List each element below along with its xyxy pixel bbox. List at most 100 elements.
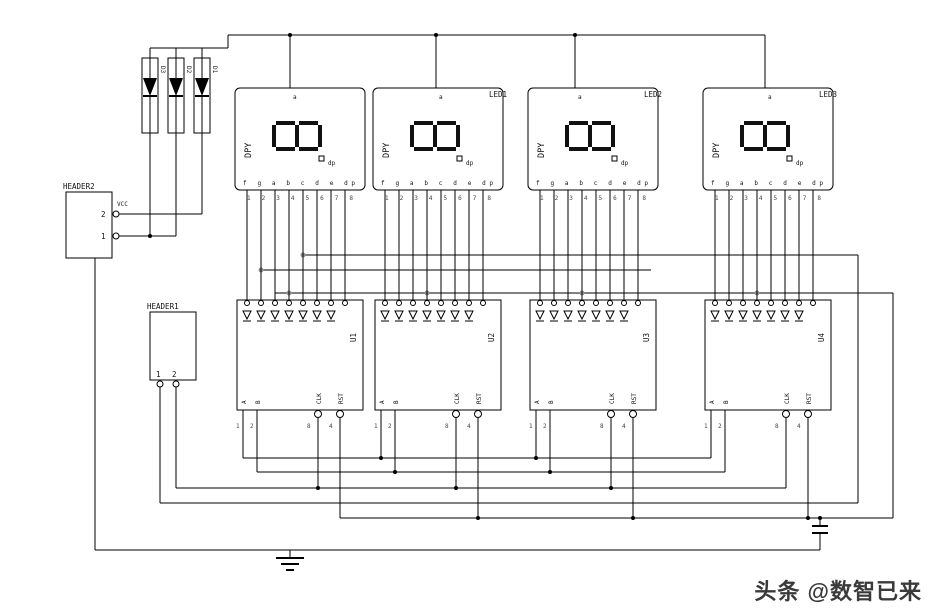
led-outputs-icon [242,310,336,322]
seven-segment-display-4: DPY LED3 a dp f g a b c d e dp 1 2 3 4 5… [702,87,837,202]
display-pin-numbers: 1 2 3 4 5 6 7 8 [540,195,646,202]
driver-input-label: B [255,400,262,404]
driver-input-label: A [379,400,386,404]
seven-segment-display-2: DPY LED1 a dp f g a b c d e dp 1 2 3 4 5… [372,87,507,202]
header2-power-tag: VCC [117,201,128,208]
seven-segment-display-1: DPY a dp f g a b c d e dp 1 2 3 4 5 6 7 … [234,87,366,202]
segment-bundle [246,189,814,301]
driver-rst-label: RST [476,393,483,404]
input-diode-array: D3 D2 D1 [141,57,218,134]
driver-input-label: A [241,400,248,404]
driver-ref: U2 [487,333,496,342]
pin-circle-icon [112,232,120,240]
decimal-point-icon [456,155,463,162]
driver-ref: U1 [349,333,358,342]
driver-pin-number: 8 [600,423,604,430]
ground-symbol-icon [276,557,304,571]
diode-label: D2 [185,66,192,74]
driver-rst-label: RST [806,393,813,404]
display-part-label: DPY [712,143,722,158]
display-segment-letters: f g a b c d e dp [381,180,493,187]
header2-pin-number: 1 [101,232,106,241]
diode-icon [143,78,209,96]
driver-pin-number: 4 [797,423,801,430]
driver-pin-number: 4 [329,423,333,430]
display-dp-label: dp [328,160,336,167]
driver-pin-number: 4 [467,423,471,430]
led-outputs-icon [710,310,804,322]
driver-pin-number: 8 [307,423,311,430]
decimal-point-icon [611,155,618,162]
driver-pin-number: 2 [543,423,547,430]
driver-input-label: A [534,400,541,404]
display-segment-letters: f g a b c d e dp [711,180,823,187]
decimal-point-icon [318,155,325,162]
driver-ref: U4 [817,332,826,342]
seven-segment-digit-icon [565,121,615,151]
driver-input-label: B [548,400,555,404]
pin-circle-icon [156,380,164,388]
display-part-label: DPY [244,143,254,158]
display-top-pin-label: a [439,94,443,101]
driver-ic-3: U3 CLK RST A B 1 2 8 4 [529,299,657,430]
output-pins-icon [712,300,816,306]
driver-clk-label: CLK [316,393,323,404]
display-part-label: DPY [382,143,392,158]
display-dp-label: dp [621,160,629,167]
display-top-pin-label: a [578,94,582,101]
header2-connector: HEADER2 VCC 2 1 [63,182,128,259]
display-top-pin-label: a [768,94,772,101]
led-outputs-icon [380,310,474,322]
driver-pin-number: 2 [250,423,254,430]
display-pin-numbers: 1 2 3 4 5 6 7 8 [715,195,821,202]
driver-ref: U3 [642,333,651,342]
driver-pin-number: 1 [529,423,533,430]
display-dp-label: dp [796,160,804,167]
driver-rst-label: RST [631,393,638,404]
header2-pin-number: 2 [101,210,106,219]
header1-label: HEADER1 [147,302,179,311]
driver-pin-number: 8 [775,423,779,430]
pin-circle-icon [172,380,180,388]
driver-clk-label: CLK [454,393,461,404]
diode-label: D3 [159,66,166,74]
header2-label: HEADER2 [63,182,95,191]
driver-clk-label: CLK [784,393,791,404]
header1-pin-number: 2 [172,370,177,379]
driver-ic-4: U4 CLK RST A B 1 2 8 4 [704,299,832,430]
led-outputs-icon [535,310,629,322]
header1-connector: HEADER1 1 2 [147,302,197,388]
display-ref: LED1 [489,90,507,99]
capacitor-icon [812,525,828,534]
display-segment-letters: f g a b c d e dp [243,180,355,187]
driver-pin-number: 2 [388,423,392,430]
driver-pin-number: 4 [622,423,626,430]
pin-circle-icon [112,210,120,218]
display-part-label: DPY [537,143,547,158]
driver-input-label: B [393,400,400,404]
display-dp-label: dp [466,160,474,167]
display-ref: LED3 [819,90,837,99]
header1-pin-number: 1 [156,370,161,379]
driver-pin-number: 2 [718,423,722,430]
display-ref: LED2 [644,90,662,99]
driver-pin-number: 8 [445,423,449,430]
decimal-point-icon [786,155,793,162]
diode-label: D1 [211,66,218,74]
driver-pin-number: 1 [236,423,240,430]
driver-ic-1: U1 CLK RST A B 1 2 8 4 [236,299,364,430]
pin-bubble-icons [314,410,812,418]
display-top-pin-label: a [293,94,297,101]
driver-input-label: A [709,400,716,404]
output-pins-icon [537,300,641,306]
driver-rst-label: RST [338,393,345,404]
watermark-text: 头条 @数智已来 [754,579,922,604]
seven-segment-digit-icon [410,121,460,151]
seven-segment-digit-icon [272,121,322,151]
junction-dots [148,33,822,520]
display-pin-numbers: 1 2 3 4 5 6 7 8 [247,195,353,202]
display-pin-numbers: 1 2 3 4 5 6 7 8 [385,195,491,202]
wire-net [94,34,894,558]
seven-segment-display-3: DPY LED2 a dp f g a b c d e dp 1 2 3 4 5… [527,87,662,202]
